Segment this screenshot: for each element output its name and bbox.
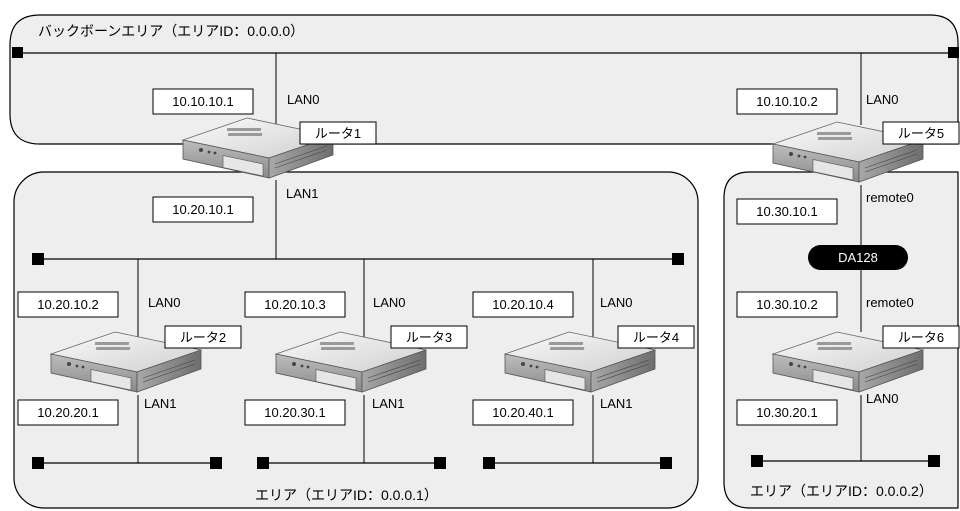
da128-link: DA128 [808, 245, 908, 270]
router3-if-upper: LAN0 [373, 295, 406, 310]
router6-if-lower: LAN0 [866, 391, 899, 406]
router2-if-upper: LAN0 [148, 295, 181, 310]
area1-title: エリア（エリアID：0.0.0.1） [255, 487, 438, 503]
router5-ip-upper: 10.10.10.2 [756, 94, 817, 109]
router3-name: ルータ3 [406, 330, 452, 345]
router4-ip-lower: 10.20.40.1 [492, 405, 553, 420]
router6-if-upper: remote0 [866, 295, 914, 310]
area2-title: エリア（エリアID：0.0.0.2） [750, 483, 933, 499]
router5-if-lower: remote0 [866, 190, 914, 205]
router3-ip-lower: 10.20.30.1 [264, 405, 325, 420]
router6-ip-upper: 10.30.10.2 [756, 297, 817, 312]
router6-name: ルータ6 [898, 330, 944, 345]
router1-name: ルータ1 [315, 126, 361, 141]
router3-ip-upper: 10.20.10.3 [264, 297, 325, 312]
router1-if-upper: LAN0 [287, 92, 320, 107]
router2-ip-lower: 10.20.20.1 [37, 405, 98, 420]
router4-name: ルータ4 [633, 330, 679, 345]
backbone-area-title: バックボーンエリア（エリアID：0.0.0.0） [38, 23, 304, 39]
router4-if-upper: LAN0 [600, 295, 633, 310]
router2-name: ルータ2 [180, 330, 226, 345]
router5-if-upper: LAN0 [866, 92, 899, 107]
router3-if-lower: LAN1 [372, 396, 405, 411]
router4-if-lower: LAN1 [600, 396, 633, 411]
da128-label: DA128 [838, 250, 878, 265]
router2-ip-upper: 10.20.10.2 [37, 297, 98, 312]
router4-ip-upper: 10.20.10.4 [492, 297, 553, 312]
router1-ip-upper: 10.10.10.1 [172, 94, 233, 109]
router1-ip-lower: 10.20.10.1 [172, 202, 233, 217]
router5-ip-lower: 10.30.10.1 [756, 204, 817, 219]
router1-if-lower: LAN1 [286, 186, 319, 201]
router6-ip-lower: 10.30.20.1 [756, 405, 817, 420]
router2-if-lower: LAN1 [144, 396, 177, 411]
router5-name: ルータ5 [898, 126, 944, 141]
